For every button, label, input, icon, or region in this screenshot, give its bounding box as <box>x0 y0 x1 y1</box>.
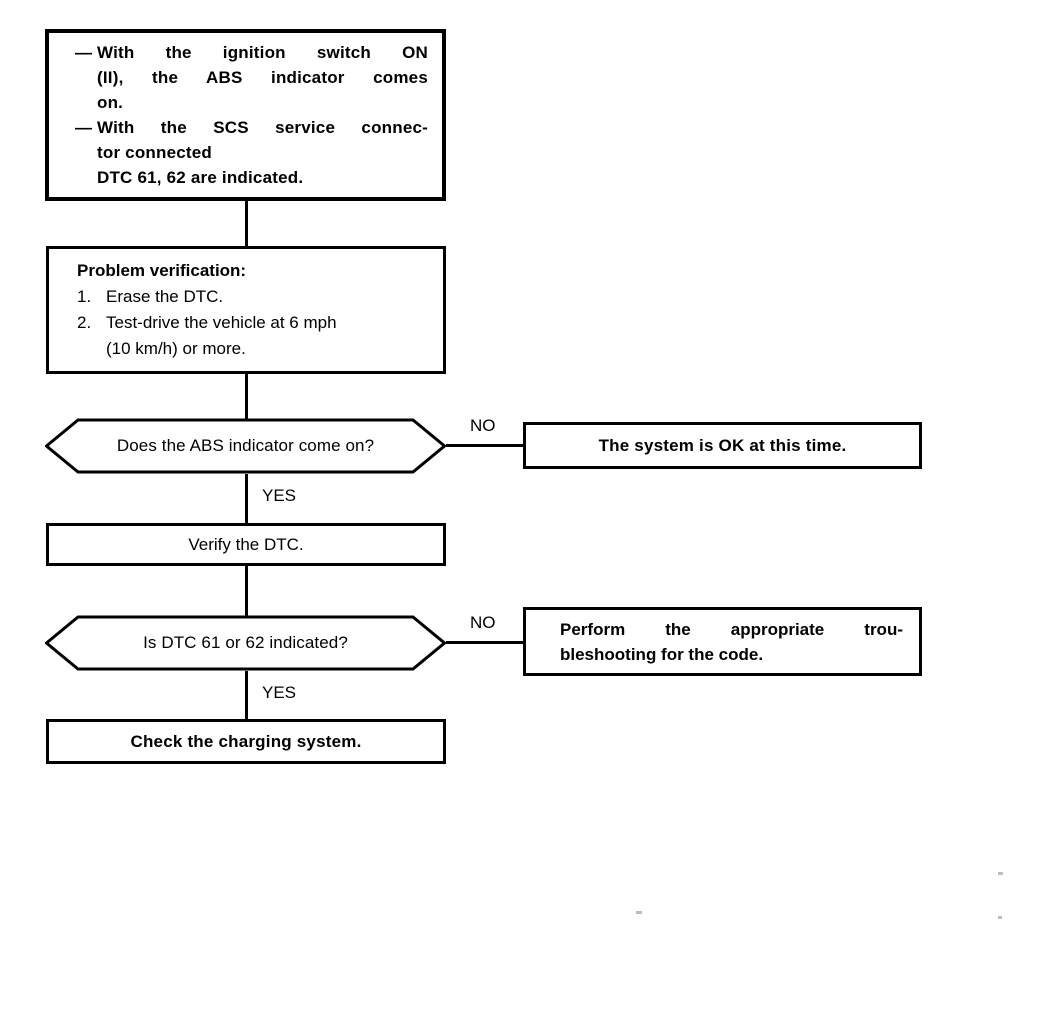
symptom-bullet-1: — With the ignition switch ON (II), the … <box>75 40 428 115</box>
connector-decision-1-yes <box>245 474 248 524</box>
connector-decision-1-no <box>446 444 525 447</box>
branch-label-no-2: NO <box>470 613 496 632</box>
step-2-line-2: (10 km/h) or more. <box>106 339 246 358</box>
branch-label-yes-1: YES <box>262 486 297 505</box>
step-1-index: 1. <box>77 287 92 306</box>
symptom-bullet-2-line-3: DTC 61, 62 are indicated. <box>97 168 304 187</box>
problem-verification-box: Problem verification: 1. Erase the DTC. … <box>46 246 446 374</box>
problem-verification-step-1: 1. Erase the DTC. <box>77 284 431 310</box>
branch-label-no-1: NO <box>470 416 496 435</box>
system-ok-text: The system is OK at this time. <box>598 436 847 455</box>
perform-troubleshooting-line-2: bleshooting for the code. <box>560 644 764 664</box>
symptom-box: — With the ignition switch ON (II), the … <box>45 29 446 201</box>
decision-dtc-61-62: Is DTC 61 or 62 indicated? <box>45 615 446 671</box>
problem-verification-step-2: 2. Test-drive the vehicle at 6 mph (10 k… <box>77 310 431 362</box>
perform-troubleshooting-line-1: Perform the appropriate trou- <box>560 619 903 639</box>
dash-marker-icon: — <box>75 118 93 137</box>
perform-troubleshooting-box: Perform the appropriate trou- bleshootin… <box>523 607 922 676</box>
verify-dtc-text: Verify the DTC. <box>188 535 304 554</box>
connector-verification-to-decision-1 <box>245 374 248 419</box>
branch-label-yes-2: YES <box>262 683 297 702</box>
symptom-bullet-1-line-3: on. <box>97 93 124 112</box>
connector-symptom-to-verification <box>245 201 248 246</box>
step-2-line-1: Test-drive the vehicle at 6 mph <box>106 313 337 332</box>
connector-verify-to-decision-2 <box>245 566 248 616</box>
dash-marker-icon: — <box>75 43 93 62</box>
decision-abs-indicator: Does the ABS indicator come on? <box>45 418 446 474</box>
system-ok-box: The system is OK at this time. <box>523 422 922 469</box>
symptom-bullet-2-line-2: tor connected <box>97 143 213 162</box>
verify-dtc-box: Verify the DTC. <box>46 523 446 566</box>
symptom-bullet-2: — With the SCS service connec- tor conne… <box>75 115 428 190</box>
hexagon-shape-icon <box>45 615 446 671</box>
symptom-bullet-1-line-1: With the ignition switch ON <box>97 43 428 62</box>
symptom-bullet-1-line-2: (II), the ABS indicator comes <box>97 68 428 87</box>
check-charging-system-box: Check the charging system. <box>46 719 446 764</box>
decision-dtc-61-62-text: Is DTC 61 or 62 indicated? <box>143 633 348 652</box>
connector-decision-2-yes <box>245 671 248 719</box>
scan-speckle <box>998 916 1002 919</box>
scan-speckle <box>636 911 642 914</box>
decision-abs-indicator-text: Does the ABS indicator come on? <box>116 436 375 455</box>
problem-verification-heading: Problem verification: <box>77 261 247 280</box>
hexagon-shape-icon <box>45 418 446 474</box>
scan-speckle <box>998 872 1003 875</box>
step-2-index: 2. <box>77 313 92 332</box>
check-charging-system-text: Check the charging system. <box>130 732 362 751</box>
symptom-bullet-2-line-1: With the SCS service connec- <box>97 118 428 137</box>
connector-decision-2-no <box>446 641 525 644</box>
step-1-line-1: Erase the DTC. <box>106 287 224 306</box>
